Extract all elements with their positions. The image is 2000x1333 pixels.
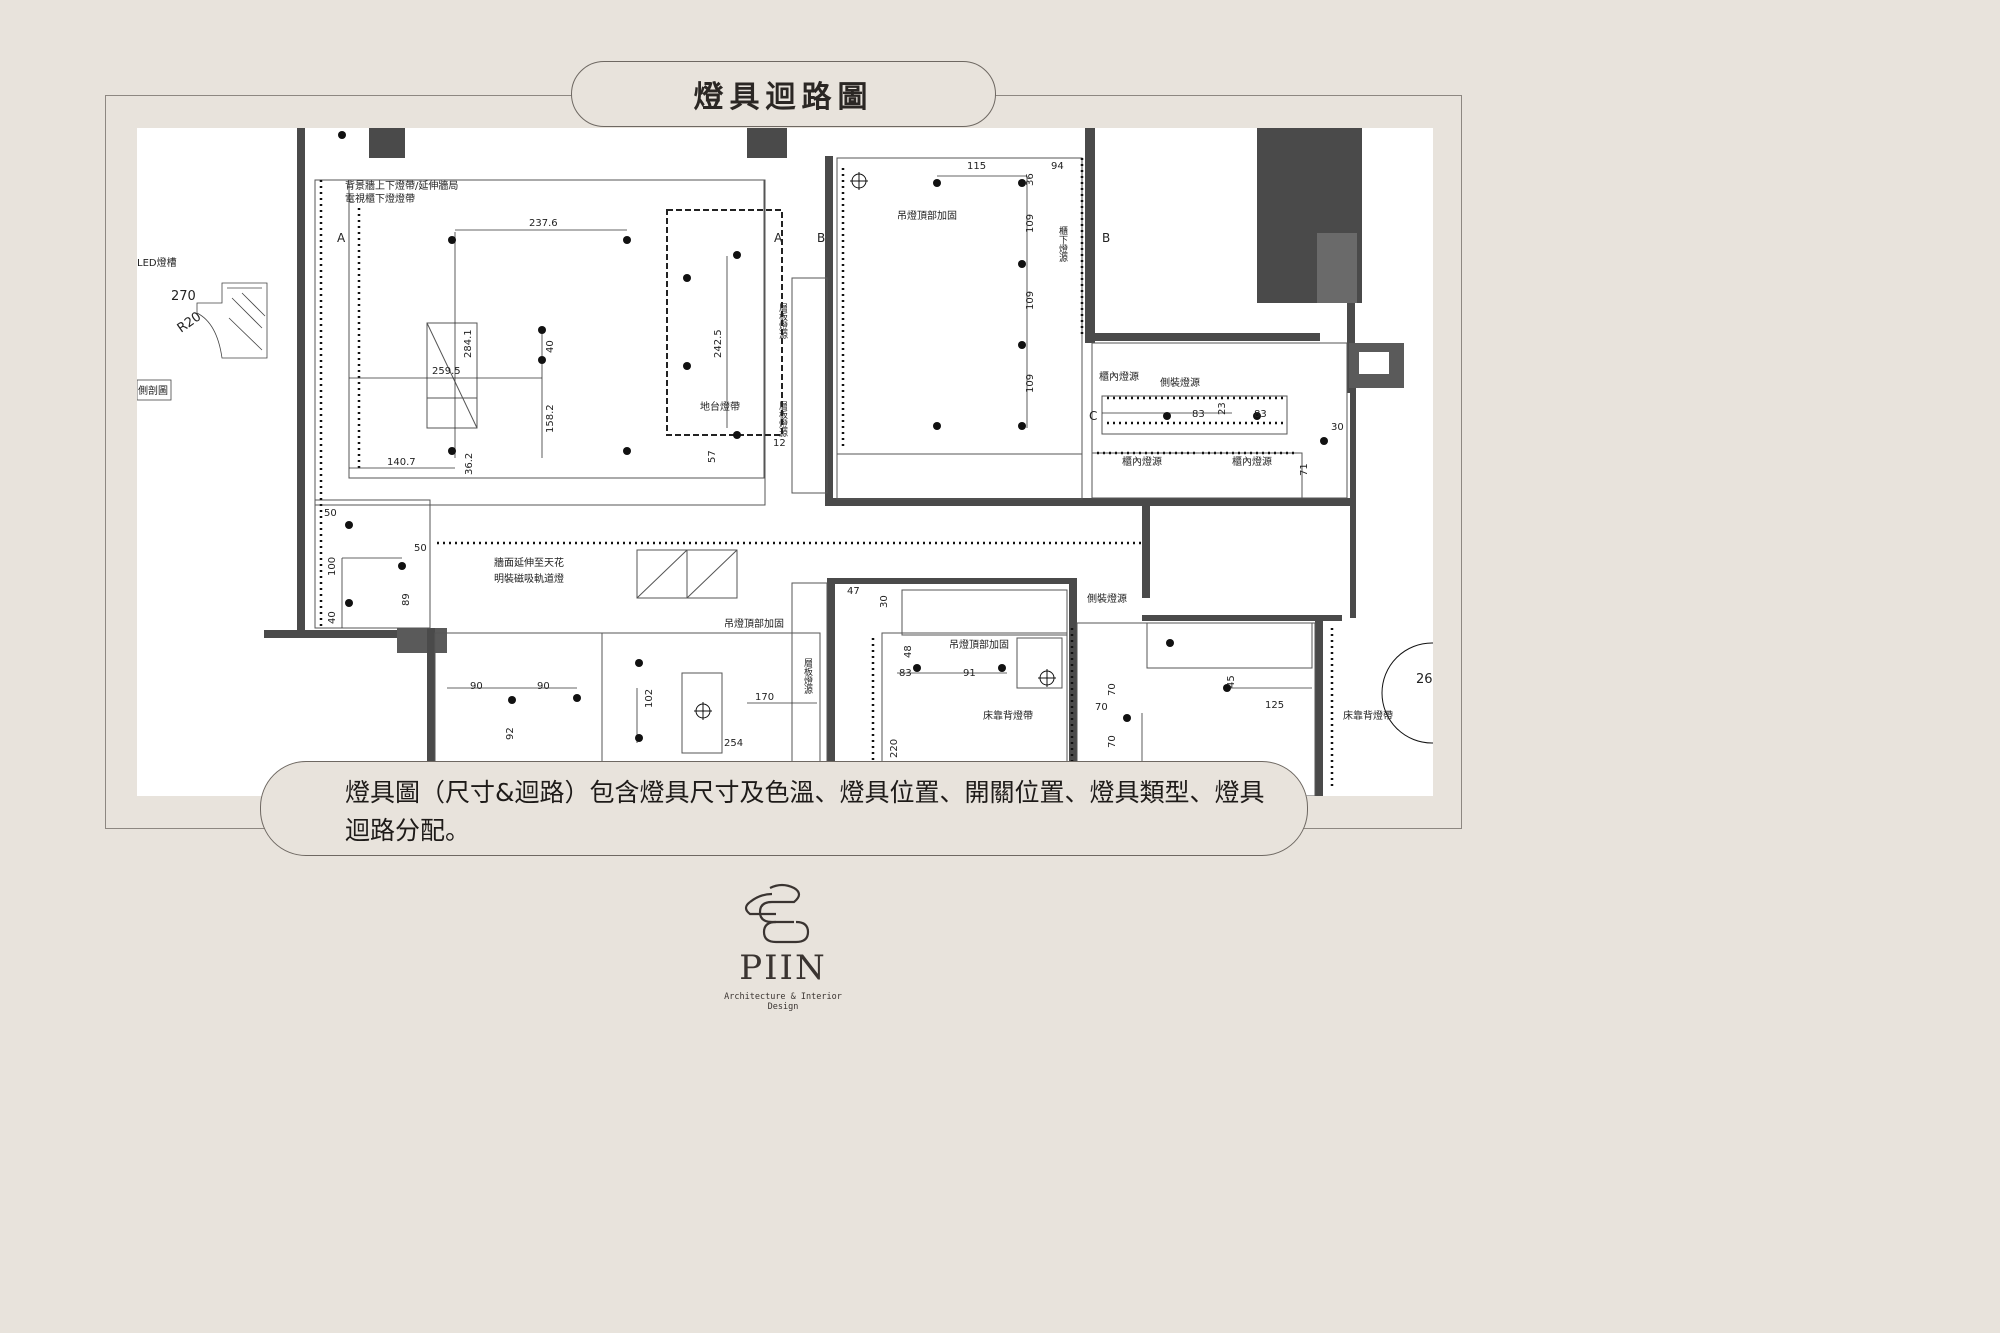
downlights <box>338 131 1328 742</box>
platform-strip-label: 地台燈帶 <box>700 400 740 413</box>
dim-30b: 30 <box>879 595 890 608</box>
dim-12: 12 <box>773 438 786 449</box>
dim-36: 36 <box>1025 173 1036 186</box>
dim-48: 48 <box>903 645 914 658</box>
section-a-label: A <box>337 231 346 245</box>
dim-109a: 109 <box>1025 214 1036 233</box>
dim-83c: 83 <box>899 668 912 679</box>
dim-89: 89 <box>401 593 412 606</box>
tv-cabinet-strip-label: 電視櫃下燈燈帶 <box>345 192 415 205</box>
dim-91: 91 <box>963 668 976 679</box>
dim-50b: 50 <box>414 543 427 554</box>
dim-71: 71 <box>1299 463 1310 476</box>
dim-57: 57 <box>707 450 718 463</box>
led-slot-label: LED燈槽 <box>137 256 177 269</box>
cabinet-inner-light-1: 櫃內燈源 <box>1099 370 1139 383</box>
dim-220: 220 <box>889 739 900 758</box>
section-a-label-2: A <box>774 231 783 245</box>
dim-83b: 83 <box>1254 409 1267 420</box>
pendant-reinforce-2: 吊燈頂部加固 <box>724 617 784 630</box>
dim-237-6: 237.6 <box>529 218 558 229</box>
wall-extend-label: 牆面延伸至天花 <box>494 556 564 569</box>
dim-40: 40 <box>545 340 556 353</box>
dim-109c: 109 <box>1025 374 1036 393</box>
cabinet-inner-light-3: 櫃內燈源 <box>1232 455 1272 468</box>
dim-36-2: 36.2 <box>464 453 475 475</box>
light-strips <box>319 158 1334 788</box>
logo-mark-icon <box>744 883 810 944</box>
dim-140-7: 140.7 <box>387 457 416 468</box>
dim-83a: 83 <box>1192 409 1205 420</box>
plan-labels: LED燈槽 側剖圖 270 R20 背景牆上下燈帶/延伸牆局 電視櫃下燈燈帶 A… <box>137 161 1433 758</box>
cabinet-down-light: 櫃下燈源 <box>1057 225 1068 263</box>
dim-23: 23 <box>1217 402 1228 415</box>
dim-50a: 50 <box>324 508 337 519</box>
cabinet-inner-light-2: 櫃內燈源 <box>1122 455 1162 468</box>
dim-40b: 40 <box>327 611 338 624</box>
dim-100: 100 <box>327 557 338 576</box>
pendant-reinforce-3: 吊燈頂部加固 <box>949 638 1009 651</box>
dim-70a: 70 <box>1107 683 1118 696</box>
title-banner: 燈具迴路圖 <box>571 61 996 127</box>
dim-90b: 90 <box>537 681 550 692</box>
radius-r20: R20 <box>175 309 205 336</box>
cornice-detail <box>137 282 268 401</box>
description-text: 燈具圖（尺寸&迴路）包含燈具尺寸及色溫、燈具位置、開關位置、燈具類型、燈具迴路分… <box>345 778 1265 845</box>
pendant-symbols <box>694 172 1433 744</box>
dim-115: 115 <box>967 161 986 172</box>
section-c-label: C <box>1089 409 1097 423</box>
section-b-label: B <box>817 231 825 245</box>
dim-70c: 70 <box>1107 735 1118 748</box>
dim-259-5: 259.5 <box>432 366 461 377</box>
track-light-label: 明裝磁吸軌道燈 <box>494 572 564 585</box>
description-box: 燈具圖（尺寸&迴路）包含燈具尺寸及色溫、燈具位置、開關位置、燈具類型、燈具迴路分… <box>260 761 1308 856</box>
dim-158-2: 158.2 <box>545 404 556 433</box>
back-wall-strip-label: 背景牆上下燈帶/延伸牆局 <box>345 179 458 192</box>
dim-90a: 90 <box>470 681 483 692</box>
bed-head-strip-2: 床靠背燈帶 <box>1343 709 1393 722</box>
dim-125: 125 <box>1265 700 1284 711</box>
dim-102: 102 <box>644 689 655 708</box>
dim-109b: 109 <box>1025 291 1036 310</box>
dimension-lines <box>341 175 1312 763</box>
floor-plan: LED燈槽 側剖圖 270 R20 背景牆上下燈帶/延伸牆局 電視櫃下燈燈帶 A… <box>137 128 1433 796</box>
brand-logo: PIIN Architecture & Interior Design <box>720 880 846 1020</box>
dim-270: 270 <box>171 289 196 304</box>
dim-170: 170 <box>755 692 774 703</box>
shelf-light-2: 層板燈源 <box>777 401 788 438</box>
dim-254: 254 <box>724 738 743 749</box>
dim-70b: 70 <box>1095 702 1108 713</box>
brand-name: PIIN <box>739 948 827 988</box>
dim-47: 47 <box>847 586 860 597</box>
shelf-light-3: 層板燈源 <box>802 658 813 695</box>
pendant-reinforce-1: 吊燈頂部加固 <box>897 209 957 222</box>
brand-tagline: Architecture & Interior Design <box>724 992 842 1012</box>
dim-242-5: 242.5 <box>713 329 724 358</box>
dim-92: 92 <box>505 727 516 740</box>
dim-94: 94 <box>1051 161 1064 172</box>
dim-284-1: 284.1 <box>463 329 474 358</box>
room-outlines <box>314 157 1348 796</box>
walls <box>264 128 1404 796</box>
dim-45: 45 <box>1226 675 1237 688</box>
side-section-label: 側剖圖 <box>138 384 168 397</box>
dim-30: 30 <box>1331 422 1344 433</box>
dim-26: 26 <box>1416 672 1433 687</box>
shelf-light-1: 層板燈源 <box>777 303 788 340</box>
bed-head-strip-1: 床靠背燈帶 <box>983 709 1033 722</box>
section-b-label-2: B <box>1102 231 1110 245</box>
floor-plan-drawing: LED燈槽 側剖圖 270 R20 背景牆上下燈帶/延伸牆局 電視櫃下燈燈帶 A… <box>137 128 1433 796</box>
page-title: 燈具迴路圖 <box>693 80 874 115</box>
side-light-2: 側裝燈源 <box>1087 592 1127 605</box>
side-light-1: 側裝燈源 <box>1160 376 1200 389</box>
